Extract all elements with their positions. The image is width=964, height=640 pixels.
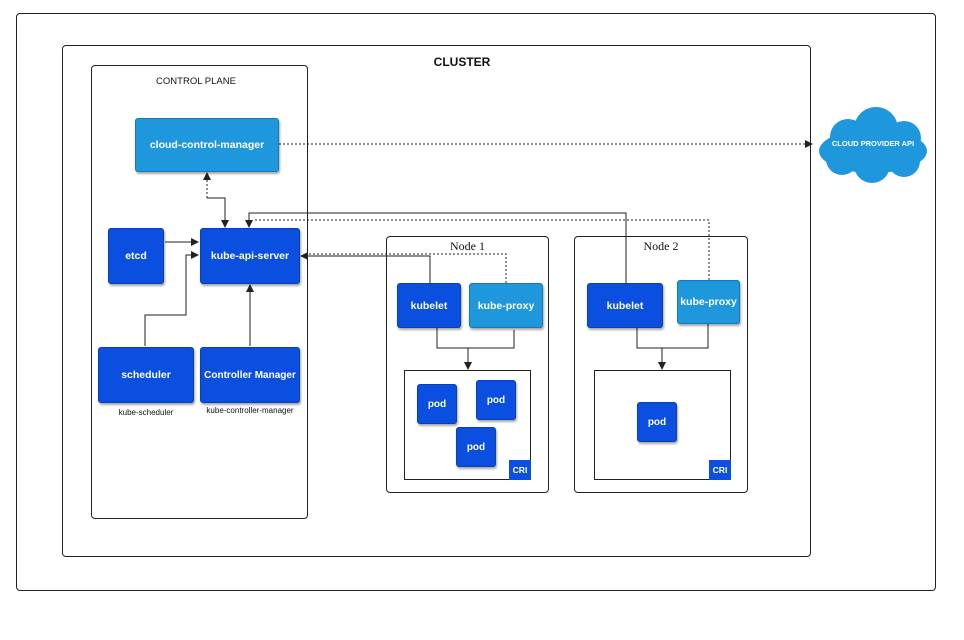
cluster-title: CLUSTER bbox=[433, 55, 491, 69]
node-2-cri-box bbox=[594, 370, 731, 480]
node-1-pod: pod bbox=[417, 384, 457, 424]
node-2-kube-proxy: kube-proxy bbox=[677, 280, 740, 324]
node-2-title: Node 2 bbox=[643, 239, 679, 253]
node-1-kube-proxy: kube-proxy bbox=[469, 283, 543, 328]
scheduler-caption: kube-scheduler bbox=[118, 408, 174, 417]
outer-frame bbox=[16, 13, 936, 591]
node-1-pod: pod bbox=[476, 380, 516, 420]
node-1-cri-label: CRI bbox=[509, 460, 531, 480]
cloud-icon bbox=[819, 107, 927, 183]
etcd-block: etcd bbox=[108, 228, 164, 284]
node-2-box bbox=[574, 236, 748, 493]
cloud-control-manager-block: cloud-control-manager bbox=[135, 118, 279, 172]
scheduler-block: scheduler bbox=[98, 347, 194, 403]
node-1-box bbox=[386, 236, 549, 493]
cluster-boundary bbox=[62, 45, 811, 557]
node-1-title: Node 1 bbox=[450, 239, 485, 253]
node-1-kubelet: kubelet bbox=[397, 283, 461, 328]
controller-manager-block: Controller Manager bbox=[200, 347, 300, 403]
cloud-provider-label: CLOUD PROVIDER API bbox=[831, 139, 915, 148]
controller-manager-caption: kube-controller-manager bbox=[206, 406, 294, 415]
node-1-pod: pod bbox=[456, 427, 496, 467]
node-2-cri-label: CRI bbox=[709, 460, 731, 480]
control-plane-title: CONTROL PLANE bbox=[156, 76, 236, 87]
kube-api-server-block: kube-api-server bbox=[200, 228, 300, 284]
node-2-pod: pod bbox=[637, 402, 677, 442]
control-plane-box bbox=[91, 65, 308, 519]
node-2-kubelet: kubelet bbox=[587, 283, 663, 328]
node-1-cri-box bbox=[404, 370, 531, 480]
